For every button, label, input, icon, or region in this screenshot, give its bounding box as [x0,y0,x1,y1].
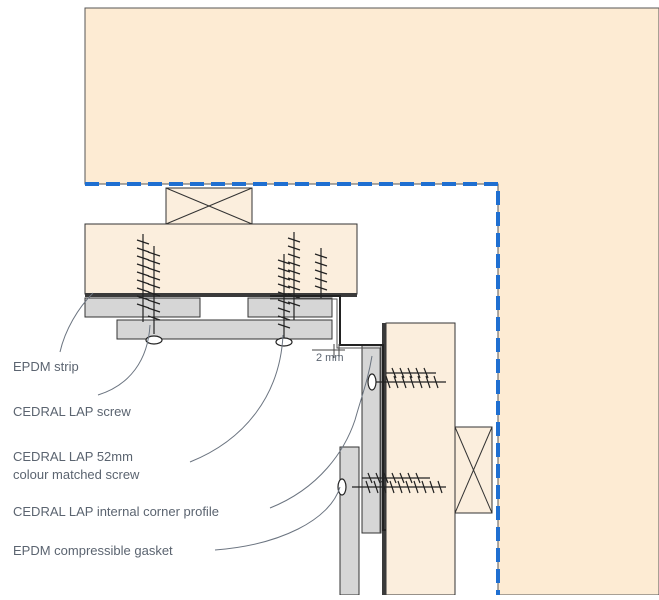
dimension-2mm [312,344,345,358]
counter-batten-top [165,187,253,225]
batten-horizontal [84,223,358,295]
counter-batten-right [454,426,493,514]
screw-lap-2 [275,232,328,347]
screw-lap-1 [136,234,163,345]
screw-lap-3 [367,367,446,391]
label-matched-screw-line2: colour matched screw [13,467,140,482]
batten-vertical [385,322,456,596]
label-gasket: EPDM compressible gasket [13,543,173,558]
leader-lines [59,292,373,551]
corner-profile-shape [270,295,386,531]
breather-membrane [85,182,500,595]
dimension-label: 2 mm [316,352,344,364]
label-corner-profile: CEDRAL LAP internal corner profile [13,504,219,519]
screw-lap-4 [337,472,446,496]
label-matched-screw-line1: CEDRAL LAP 52mm [13,449,133,464]
epdm-strip-shape [85,293,357,297]
label-lap-screw: CEDRAL LAP screw [13,404,131,419]
label-epdm-strip: EPDM strip [13,359,79,374]
